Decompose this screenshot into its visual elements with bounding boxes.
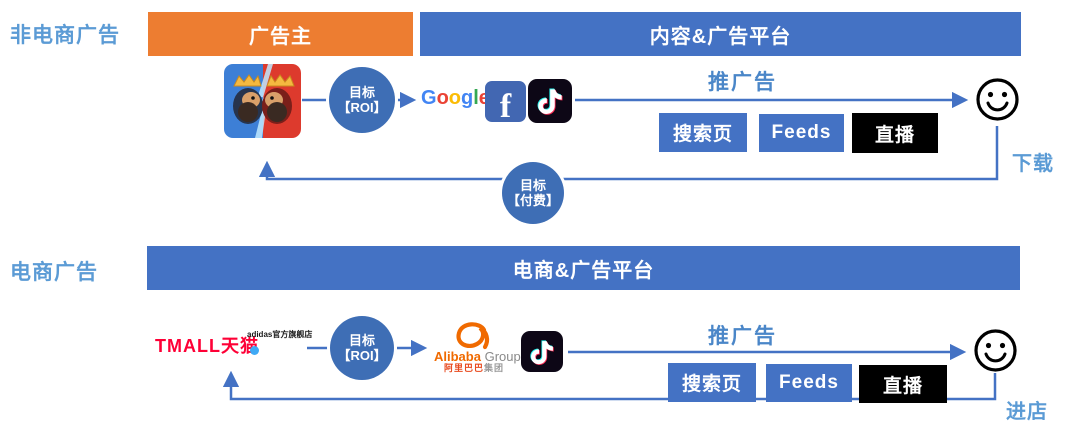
goal-roi-circle: 目标 【ROI】 xyxy=(329,67,395,133)
google-letter: o xyxy=(448,87,461,109)
tmall-logo: TMALL天猫 xyxy=(155,336,259,356)
goal-pay-circle: 目标 【付费】 xyxy=(502,162,564,224)
alibaba-group-cn: 阿里巴巴集团 xyxy=(444,361,504,374)
adidas-store-label: adidas官方旗舰店 xyxy=(247,330,313,339)
channel-live: 直播 xyxy=(852,113,938,153)
tiktok-icon xyxy=(528,79,572,123)
goal-pay-line2: 【付费】 xyxy=(506,193,559,208)
goal-roi-circle-ecommerce: 目标 【ROI】 xyxy=(330,316,394,380)
section-label-ecommerce: 电商广告 xyxy=(10,261,98,284)
google-letter: g xyxy=(461,87,474,109)
alibaba-group-en: Group xyxy=(484,349,521,364)
smiley-user-icon xyxy=(973,328,1018,378)
goal-roi-line2: 【ROI】 xyxy=(337,100,387,115)
goal-pay-line1: 目标 xyxy=(519,178,546,193)
push-ads-label: 推广告 xyxy=(708,71,777,94)
channel-live: 直播 xyxy=(859,365,947,403)
goal-roi-line1: 目标 xyxy=(348,85,375,100)
push-ads-label: 推广告 xyxy=(708,325,777,348)
alibaba-en: Alibaba xyxy=(434,349,481,364)
google-logo: Google xyxy=(421,87,490,110)
smiley-user-icon xyxy=(975,77,1020,127)
alibaba-group-wordmark: Alibaba Group xyxy=(434,349,521,364)
outcome-enter-store-label: 进店 xyxy=(1006,401,1048,423)
outcome-download-label: 下载 xyxy=(1012,153,1054,175)
advertiser-header-box: 广告主 xyxy=(148,12,413,56)
clash-royale-game-icon xyxy=(224,64,301,143)
goal-roi-line1: 目标 xyxy=(348,333,375,348)
channel-feeds: Feeds xyxy=(759,114,844,152)
google-letter: o xyxy=(436,87,449,109)
channel-feeds: Feeds xyxy=(766,364,852,402)
section-label-non-ecommerce: 非电商广告 xyxy=(10,24,120,47)
alibaba-cn: 阿里巴巴 xyxy=(444,363,485,373)
alibaba-group-cn-suffix: 集团 xyxy=(484,363,505,373)
ecommerce-ad-platform-header-box: 电商&广告平台 xyxy=(147,246,1020,290)
google-letter: l xyxy=(473,87,479,109)
content-ad-platform-header-box: 内容&广告平台 xyxy=(420,12,1021,56)
channel-search-page: 搜索页 xyxy=(659,113,747,152)
facebook-icon: f xyxy=(485,81,526,122)
google-letter: e xyxy=(479,87,490,109)
alibaba-mark-icon xyxy=(452,320,494,355)
goal-roi-line2: 【ROI】 xyxy=(337,348,387,363)
channel-search-page: 搜索页 xyxy=(668,363,756,402)
adidas-store-avatar-icon xyxy=(250,346,259,355)
tiktok-icon xyxy=(521,331,563,372)
google-letter: G xyxy=(421,87,437,109)
facebook-f: f xyxy=(499,88,512,123)
